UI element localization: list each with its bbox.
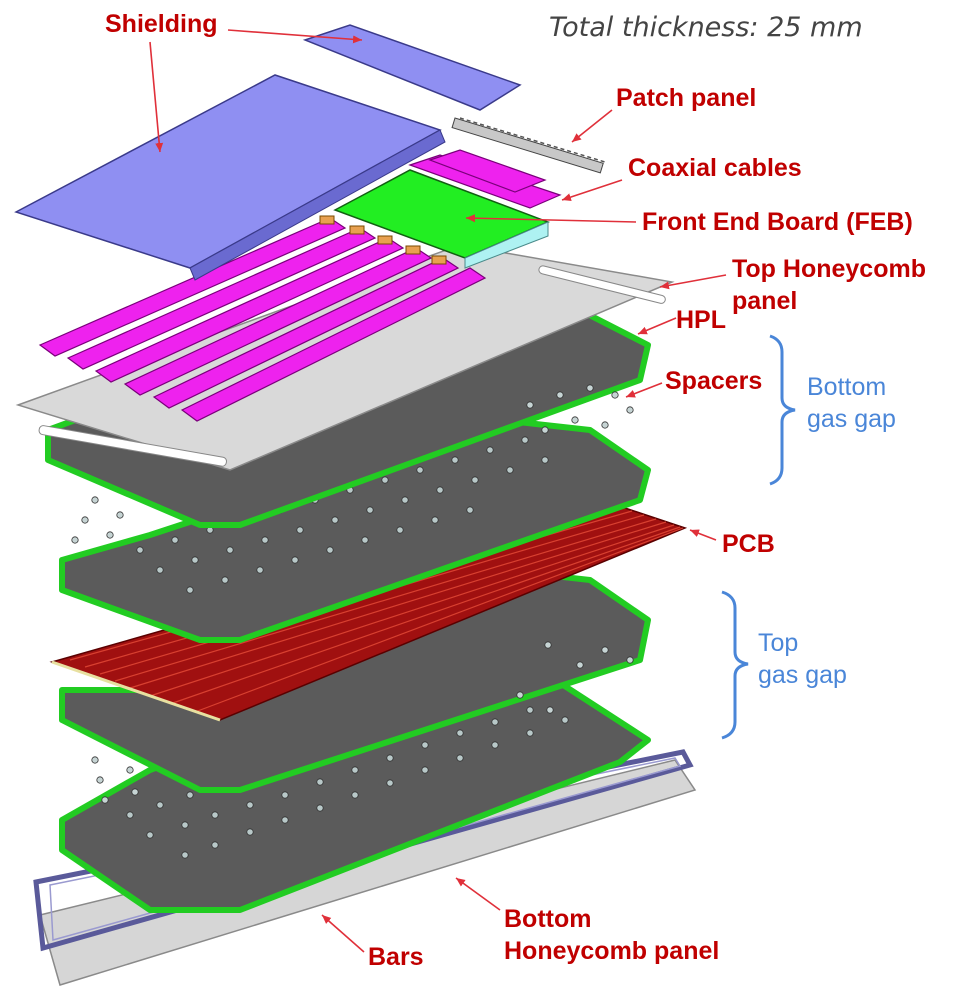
top-honeycomb-slot-left <box>38 425 227 467</box>
label-top-gas-gap-1: Top <box>758 629 798 657</box>
label-top-gas-gap-2: gas gap <box>758 661 847 689</box>
label-spacers: Spacers <box>665 367 762 395</box>
spacers-middle-loose <box>516 641 634 714</box>
label-patch-panel: Patch panel <box>616 84 756 112</box>
front-end-board-side <box>464 221 549 269</box>
hpl-upper-lower <box>59 417 651 643</box>
top-gas-gap-bracket <box>721 590 749 740</box>
top-honeycomb-slot-right <box>538 265 666 304</box>
coaxial-cables <box>38 149 562 422</box>
label-arrows <box>149 29 727 953</box>
shielding-top-piece <box>302 24 522 111</box>
label-pcb: PCB <box>722 530 775 558</box>
label-coaxial-cables: Coaxial cables <box>628 154 802 182</box>
title: Total thickness: 25 mm <box>549 12 863 43</box>
spacers-top-loose <box>526 384 634 434</box>
label-hpl: HPL <box>676 306 726 334</box>
label-bars: Bars <box>368 943 424 971</box>
coax-connectors <box>319 215 447 265</box>
label-bottom-gas-gap-2: gas gap <box>807 405 896 433</box>
shielding-edge <box>189 129 446 281</box>
spacers-loose-bottom-left <box>91 756 139 804</box>
label-shielding: Shielding <box>105 10 218 38</box>
label-bottom-honeycomb-2: Honeycomb panel <box>504 937 719 965</box>
label-feb: Front End Board (FEB) <box>642 208 913 236</box>
spacers-loose-left <box>71 496 124 544</box>
label-bottom-gas-gap-1: Bottom <box>807 373 886 401</box>
pcb-edge <box>51 660 221 722</box>
patch-panel <box>451 117 606 174</box>
label-top-honeycomb-1: Top Honeycomb <box>732 255 926 283</box>
bottom-gas-gap-bracket <box>769 334 796 486</box>
label-top-honeycomb-2: panel <box>732 287 797 315</box>
label-bottom-honeycomb-1: Bottom <box>504 905 591 933</box>
